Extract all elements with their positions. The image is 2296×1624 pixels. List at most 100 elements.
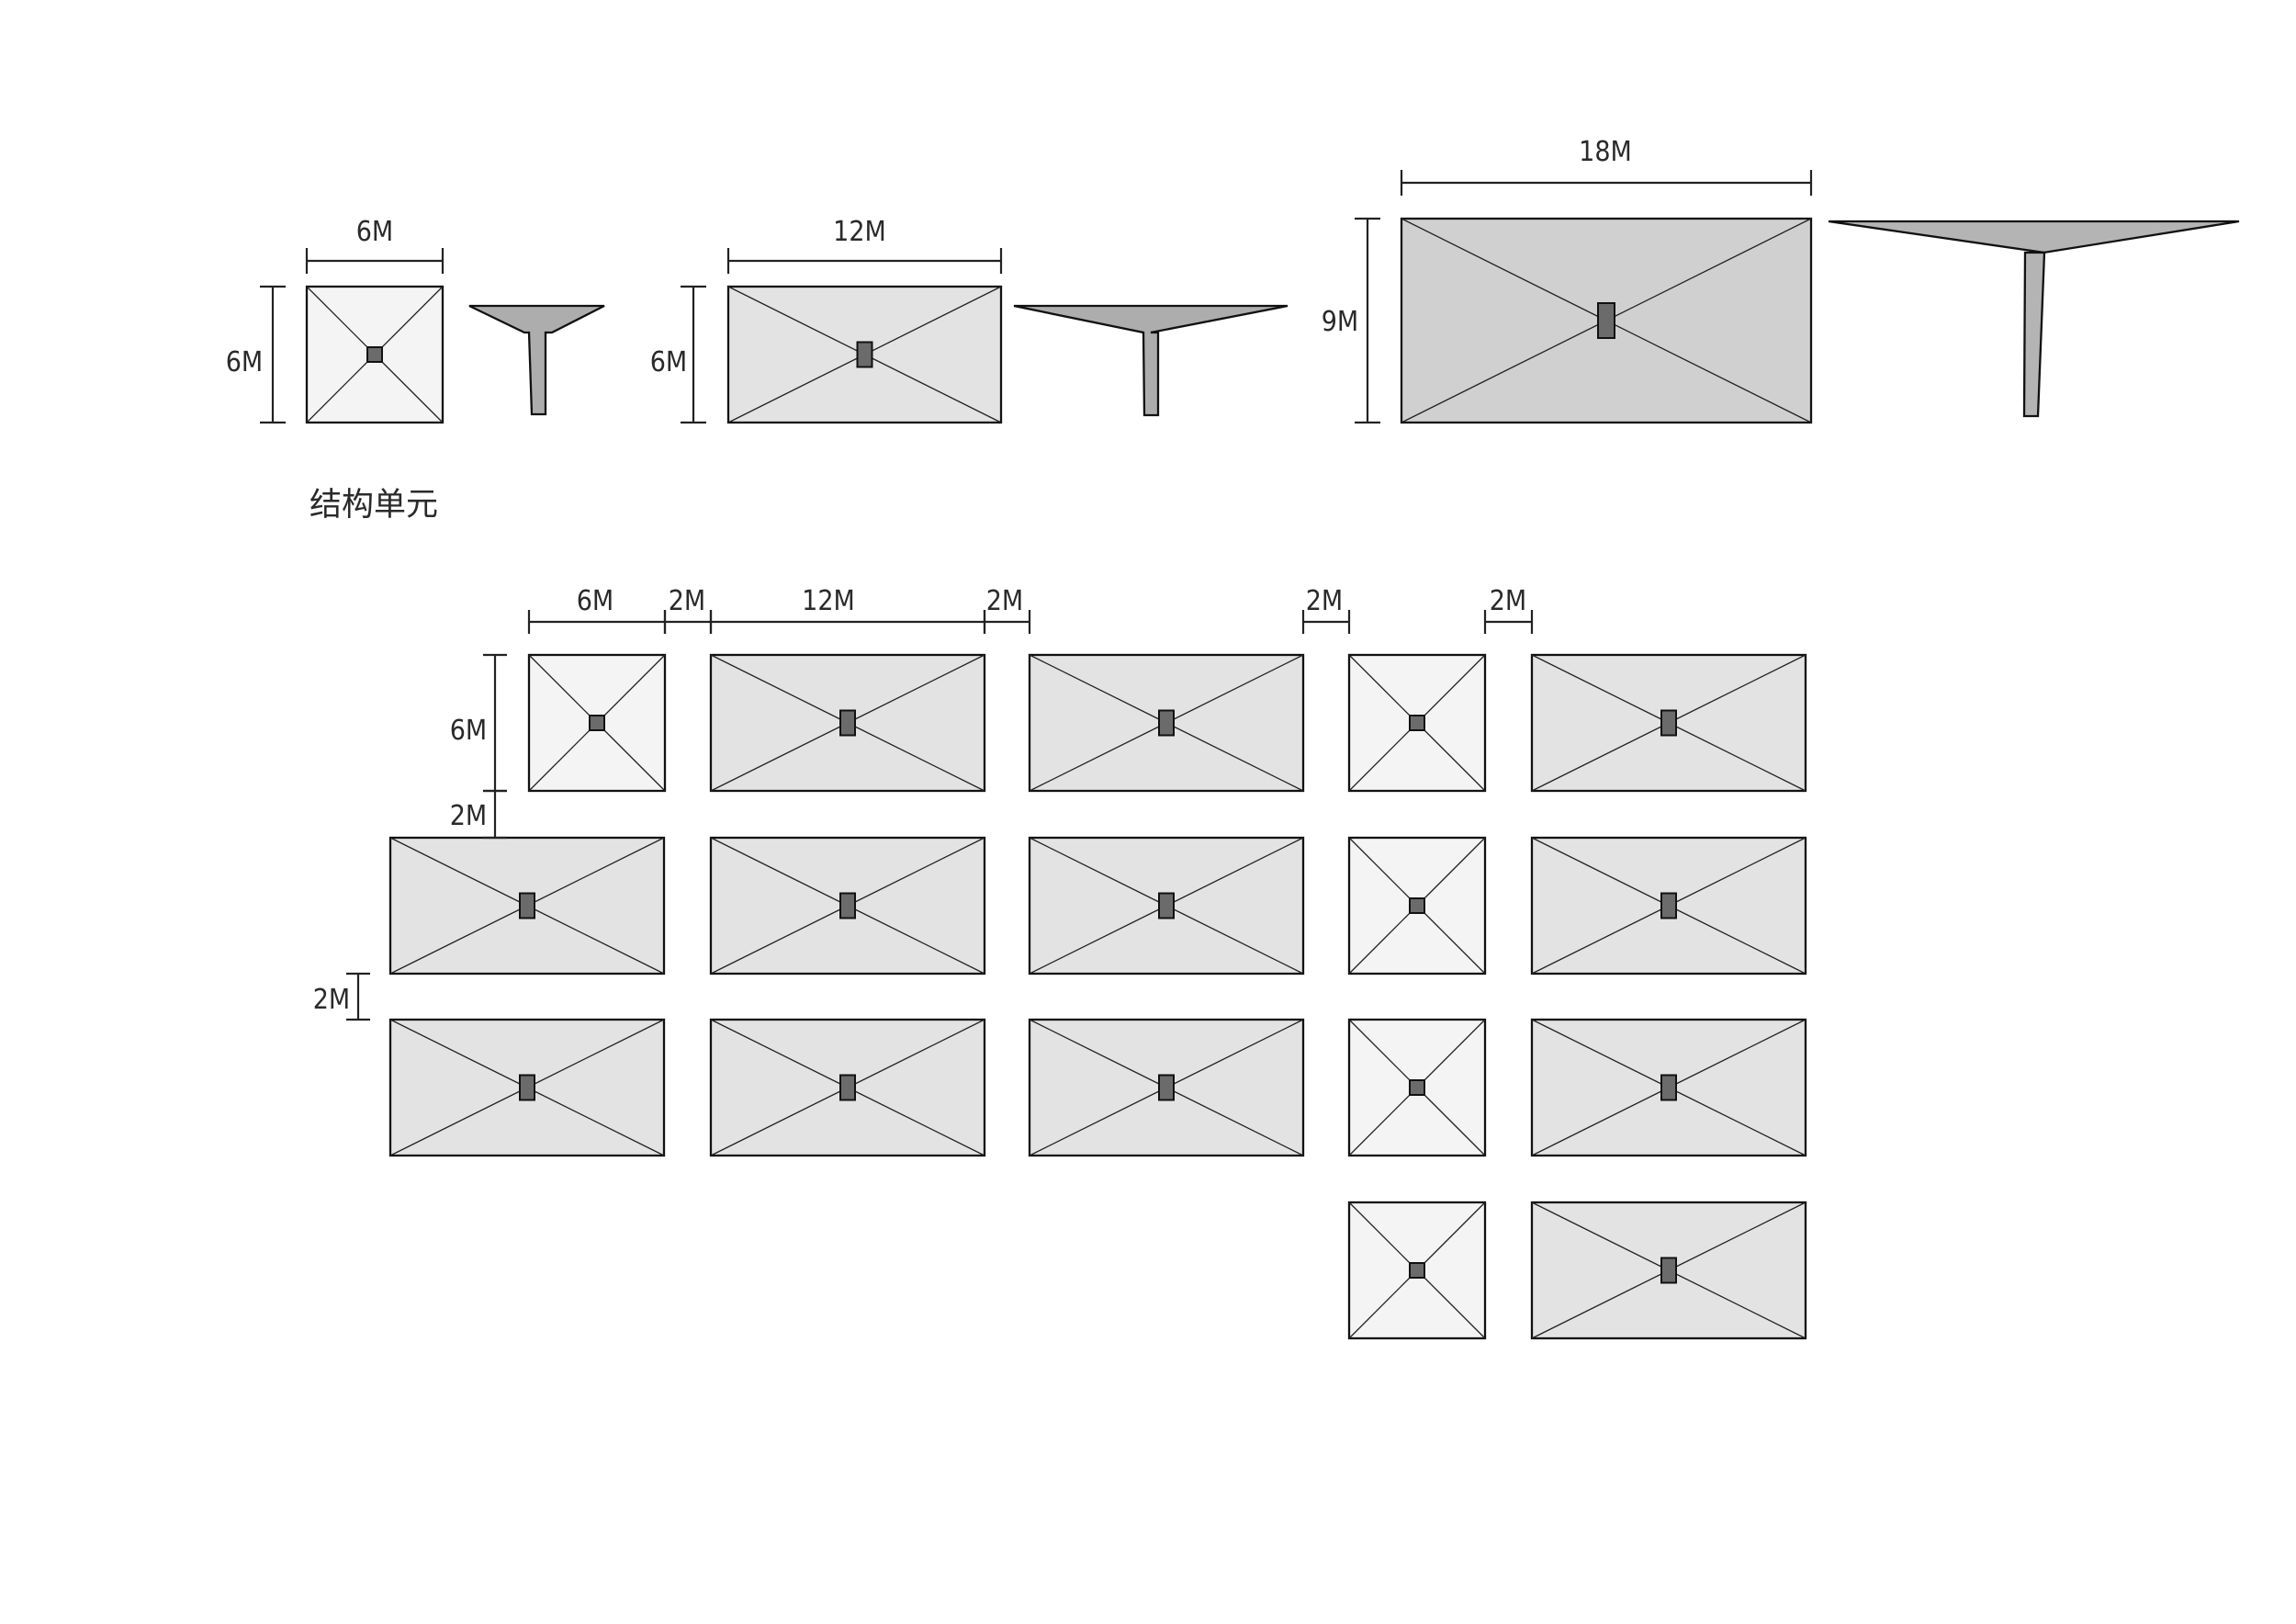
ridge-line: [1416, 905, 1486, 975]
large-umbrella-profile: [1828, 220, 2240, 418]
layout-medium-umbrella-5: [1530, 653, 1807, 793]
ridge-line: [1668, 1019, 1806, 1088]
ridge-line: [1531, 1269, 1670, 1339]
ridge-line: [1348, 722, 1418, 792]
layout-medium-umbrella-3: [1028, 653, 1305, 793]
medium-umbrella-profile: [1013, 304, 1289, 417]
column-marker: [519, 892, 535, 919]
large-unit-height-label: 9M: [1322, 306, 1358, 338]
column-marker: [1660, 892, 1677, 919]
layout-gap-dimension-2m-d: [1483, 610, 1534, 634]
layout-gap-label-2m-a: 2M: [669, 585, 705, 617]
ridge-line: [1668, 1269, 1806, 1339]
ridge-line: [1348, 905, 1418, 975]
ridge-line: [1348, 837, 1418, 907]
ridge-line: [389, 905, 528, 975]
ridge-line: [1668, 1201, 1806, 1271]
layout-small-umbrella-4: [1347, 653, 1487, 793]
medium-unit-height-dimension: [681, 285, 706, 424]
ridge-line: [526, 837, 665, 907]
ridge-line: [1165, 654, 1304, 724]
column-marker: [1597, 302, 1615, 339]
ridge-line: [847, 837, 985, 907]
ridge-line: [1668, 837, 1806, 907]
medium-umbrella-unit: [726, 285, 1003, 424]
ridge-line: [1401, 320, 1607, 423]
medium-unit-height-label: 6M: [650, 346, 687, 378]
column-marker: [856, 341, 873, 368]
ridge-line: [1165, 1087, 1304, 1156]
ridge-line: [1416, 837, 1486, 907]
ridge-line: [710, 837, 849, 907]
ridge-line: [1531, 654, 1670, 724]
ridge-line: [374, 354, 444, 423]
ridge-line: [727, 354, 865, 423]
ridge-line: [1165, 722, 1304, 792]
ridge-line: [596, 722, 666, 792]
ridge-line: [710, 722, 849, 792]
ridge-line: [389, 837, 528, 907]
structural-unit-caption: 结构单元: [310, 487, 438, 524]
column-marker: [1409, 897, 1425, 914]
ridge-line: [1029, 722, 1167, 792]
ridge-line: [710, 1087, 849, 1156]
ridge-line: [847, 905, 985, 975]
layout-width-label-6m: 6M: [577, 585, 613, 617]
layout-row-gap-label-2m-a: 2M: [450, 800, 487, 832]
ridge-line: [1029, 837, 1167, 907]
ridge-line: [526, 1087, 665, 1156]
ridge-line: [864, 354, 1002, 423]
ridge-line: [1668, 654, 1806, 724]
ridge-line: [710, 654, 849, 724]
layout-medium-umbrella-12: [709, 1018, 986, 1157]
layout-small-umbrella-9: [1347, 836, 1487, 976]
layout-height-label-6m: 6M: [450, 715, 487, 747]
layout-gap-label-2m-b: 2M: [986, 585, 1023, 617]
layout-medium-umbrella-13: [1028, 1018, 1305, 1157]
ridge-line: [1029, 1019, 1167, 1088]
ridge-line: [727, 286, 865, 355]
ridge-line: [1165, 837, 1304, 907]
column-marker: [1409, 715, 1425, 731]
layout-medium-umbrella-7: [709, 836, 986, 976]
layout-gap-dimension-2m-c: [1301, 610, 1351, 634]
ridge-line: [1348, 1201, 1418, 1271]
ridge-line: [1348, 1269, 1418, 1339]
ridge-line: [1348, 1087, 1418, 1156]
structural-units-group: [305, 217, 2240, 1340]
small-umbrella-unit: [305, 285, 445, 424]
layout-gap-dimension-2m-b: [983, 610, 1031, 634]
small-unit-width-dimension: [305, 248, 445, 274]
ridge-line: [1531, 1019, 1670, 1088]
column-marker: [1660, 1257, 1677, 1284]
large-unit-height-dimension: [1355, 217, 1380, 424]
ridge-line: [1416, 1269, 1486, 1339]
column-marker: [839, 1074, 856, 1101]
ridge-line: [1531, 1201, 1670, 1271]
small-umbrella-profile: [468, 304, 605, 416]
layout-gap-label-2m-c: 2M: [1306, 585, 1343, 617]
large-umbrella-unit: [1400, 217, 1813, 424]
ridge-line: [864, 286, 1002, 355]
column-marker: [839, 709, 856, 737]
column-marker: [1660, 1074, 1677, 1101]
ridge-line: [1165, 905, 1304, 975]
ridge-line: [1165, 1019, 1304, 1088]
ridge-line: [1416, 1019, 1486, 1088]
ridge-line: [1416, 654, 1486, 724]
column-marker: [1158, 709, 1175, 737]
column-marker: [1409, 1079, 1425, 1096]
ridge-line: [526, 1019, 665, 1088]
ridge-line: [1348, 654, 1418, 724]
ridge-line: [1668, 1087, 1806, 1156]
ridge-line: [596, 654, 666, 724]
layout-row-gap-dimension-2m-a: [483, 789, 507, 840]
ridge-line: [389, 1087, 528, 1156]
layout-medium-umbrella-11: [388, 1018, 666, 1157]
ridge-line: [847, 722, 985, 792]
ridge-line: [1668, 905, 1806, 975]
ridge-line: [710, 1019, 849, 1088]
layout-small-umbrella-1: [527, 653, 667, 793]
dimension-lines-group: [260, 170, 1813, 1021]
